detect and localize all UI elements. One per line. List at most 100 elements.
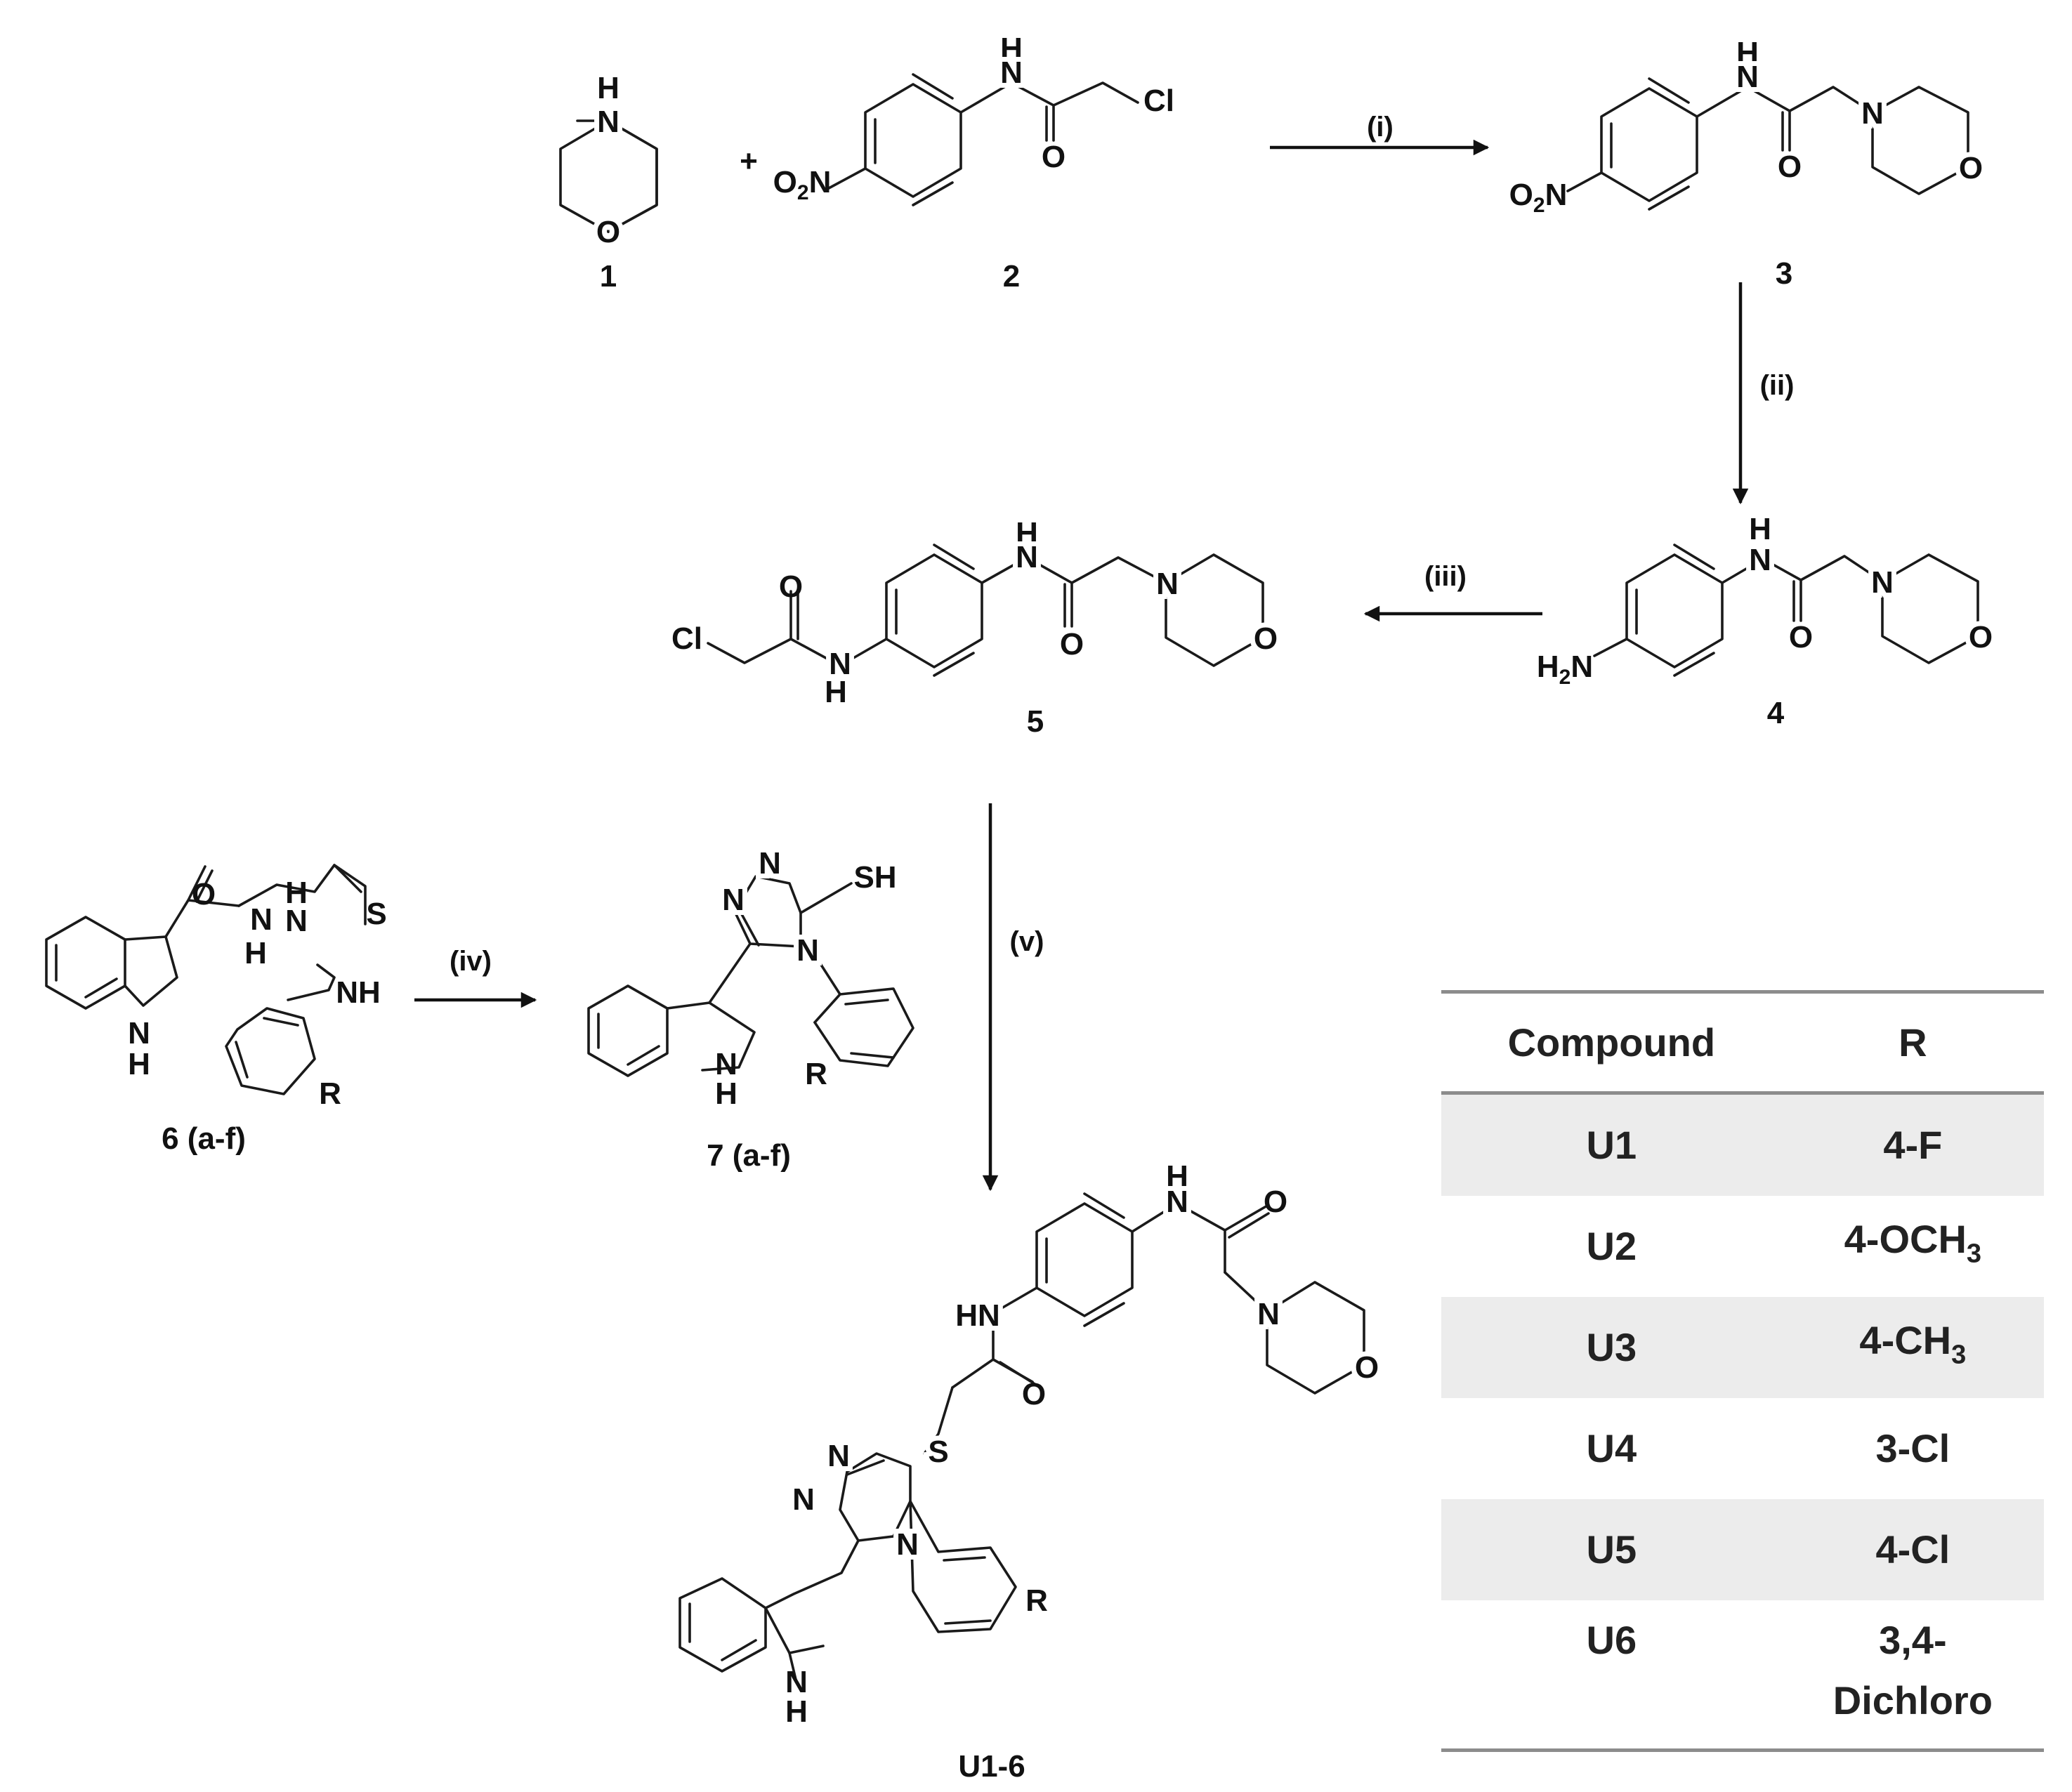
- atom-label: N: [785, 1665, 808, 1699]
- compound-label-3: 3: [1776, 256, 1792, 291]
- atom-label: NH: [336, 975, 381, 1010]
- atom-label: N: [1166, 1185, 1188, 1219]
- atom-label: O: [779, 569, 803, 604]
- compound-6-structure: O N H H N S NH R N H: [45, 864, 387, 1111]
- atom-label: N: [827, 1439, 850, 1473]
- atom-label: O: [1060, 627, 1084, 661]
- cell-compound: U3: [1586, 1325, 1637, 1369]
- atom-label: HN: [955, 1298, 1000, 1333]
- atom-label: H: [1000, 32, 1023, 66]
- atom-label: H: [1016, 516, 1038, 551]
- atom-label: H: [825, 675, 847, 709]
- atom-label: H: [1166, 1159, 1188, 1194]
- cell-compound: U6: [1586, 1618, 1637, 1662]
- atom-label: O: [1355, 1350, 1379, 1385]
- condition-iv: (iv): [450, 946, 492, 977]
- condition-v: (v): [1010, 926, 1044, 957]
- atom-label: N: [1749, 543, 1771, 577]
- atom-label: O: [192, 877, 216, 911]
- atom-label: H: [785, 1694, 808, 1729]
- table-row: U4 3-Cl: [1441, 1398, 2044, 1499]
- table-row: U3 4-CH3: [1441, 1297, 2044, 1398]
- condition-i: (i): [1367, 112, 1394, 143]
- atom-label: N: [829, 647, 851, 681]
- nitro-label: O2N: [773, 165, 832, 204]
- atom-label: O: [1959, 151, 1983, 185]
- cell-compound: U4: [1586, 1426, 1637, 1470]
- atom-label: O: [1042, 140, 1065, 174]
- atom-label: SH: [853, 860, 896, 895]
- atom-label: S: [928, 1435, 948, 1469]
- nitro-label: O2N: [1509, 178, 1568, 217]
- atom-label: H: [128, 1047, 150, 1081]
- table-row: U6 3,4-Dichloro: [1441, 1600, 2044, 1751]
- compound-7-structure: N N SH N R N H: [587, 841, 914, 1111]
- atom-label: N: [1871, 565, 1894, 600]
- atom-label: O: [1254, 621, 1278, 656]
- atom-label: N: [759, 846, 781, 881]
- compound-label-7: 7 (a-f): [707, 1138, 791, 1173]
- final-product-structure: H N O N O HN O S N N N R N H: [678, 1159, 1384, 1729]
- cell-compound: U1: [1586, 1123, 1637, 1167]
- atom-label: R: [319, 1076, 341, 1111]
- atom-label: R: [805, 1057, 827, 1091]
- cell-r: 4-CH3: [1859, 1317, 1967, 1370]
- compound-2-structure: H N O Cl O2N: [773, 32, 1174, 206]
- compound-4-structure: H N O N O H2N: [1537, 512, 1998, 689]
- table-header-row: Compound R: [1441, 991, 2044, 1093]
- condition-ii: (ii): [1760, 370, 1795, 401]
- cell-compound: U2: [1586, 1224, 1637, 1268]
- atom-label: N: [1156, 567, 1179, 601]
- atom-label: N: [285, 904, 308, 938]
- compound-3-structure: H N O N O O2N: [1509, 36, 1988, 217]
- atom-label: N: [128, 1016, 150, 1050]
- header-compound: Compound: [1507, 1020, 1716, 1065]
- table-row: U1 4-F: [1441, 1093, 2044, 1196]
- atom-label: Cl: [671, 621, 702, 656]
- atom-label: H: [597, 71, 619, 105]
- table-row: U5 4-Cl: [1441, 1499, 2044, 1600]
- atom-label: O: [596, 215, 620, 249]
- compound-label-1: 1: [600, 259, 617, 294]
- atom-label: N: [1257, 1297, 1280, 1331]
- atom-label: H: [715, 1076, 737, 1111]
- atom-label: N: [796, 933, 819, 968]
- atom-label: N: [250, 902, 273, 937]
- cell-compound: U5: [1586, 1527, 1637, 1572]
- compound-label-4: 4: [1767, 696, 1785, 730]
- cell-r: 3-Cl: [1875, 1426, 1950, 1470]
- atom-label: H: [1749, 512, 1771, 546]
- atom-label: N: [722, 883, 745, 917]
- atom-label: N: [1000, 55, 1023, 90]
- compound-label-final: U1-6: [958, 1749, 1025, 1784]
- compound-label-2: 2: [1003, 259, 1020, 294]
- table-row: U2 4-OCH3: [1441, 1196, 2044, 1297]
- atom-label: N: [1736, 60, 1759, 94]
- atom-label: N: [792, 1482, 815, 1517]
- compound-1-structure: H N O: [559, 71, 658, 254]
- cell-r: 4-Cl: [1875, 1527, 1950, 1572]
- compound-label-6: 6 (a-f): [162, 1121, 246, 1156]
- atom-label: N: [715, 1047, 737, 1081]
- header-r: R: [1899, 1020, 1927, 1065]
- atom-label: N: [896, 1527, 919, 1562]
- atom-label: N: [597, 105, 619, 139]
- atom-label: N: [1016, 540, 1038, 574]
- condition-iii: (iii): [1424, 561, 1467, 592]
- cell-r: 4-OCH3: [1844, 1216, 1982, 1269]
- compound-label-5: 5: [1027, 704, 1044, 739]
- cell-r: 4-F: [1883, 1123, 1943, 1167]
- substituent-table: Compound R U1 4-F U2 4-OCH3 U3 4-CH3 U4 …: [1441, 990, 2044, 1752]
- atom-label: S: [366, 897, 386, 931]
- cell-r: 3,4-Dichloro: [1832, 1618, 1993, 1722]
- atom-label: O: [1264, 1185, 1287, 1219]
- atom-label: H: [244, 936, 267, 970]
- compound-5-structure: H N O N O N H O Cl: [671, 516, 1283, 709]
- atom-label: O: [1789, 620, 1813, 654]
- atom-label: O: [1778, 150, 1802, 184]
- atom-label: H: [285, 876, 308, 910]
- atom-label: O: [1022, 1377, 1046, 1411]
- atom-label: H: [1736, 36, 1759, 70]
- amine-label: H2N: [1537, 650, 1593, 689]
